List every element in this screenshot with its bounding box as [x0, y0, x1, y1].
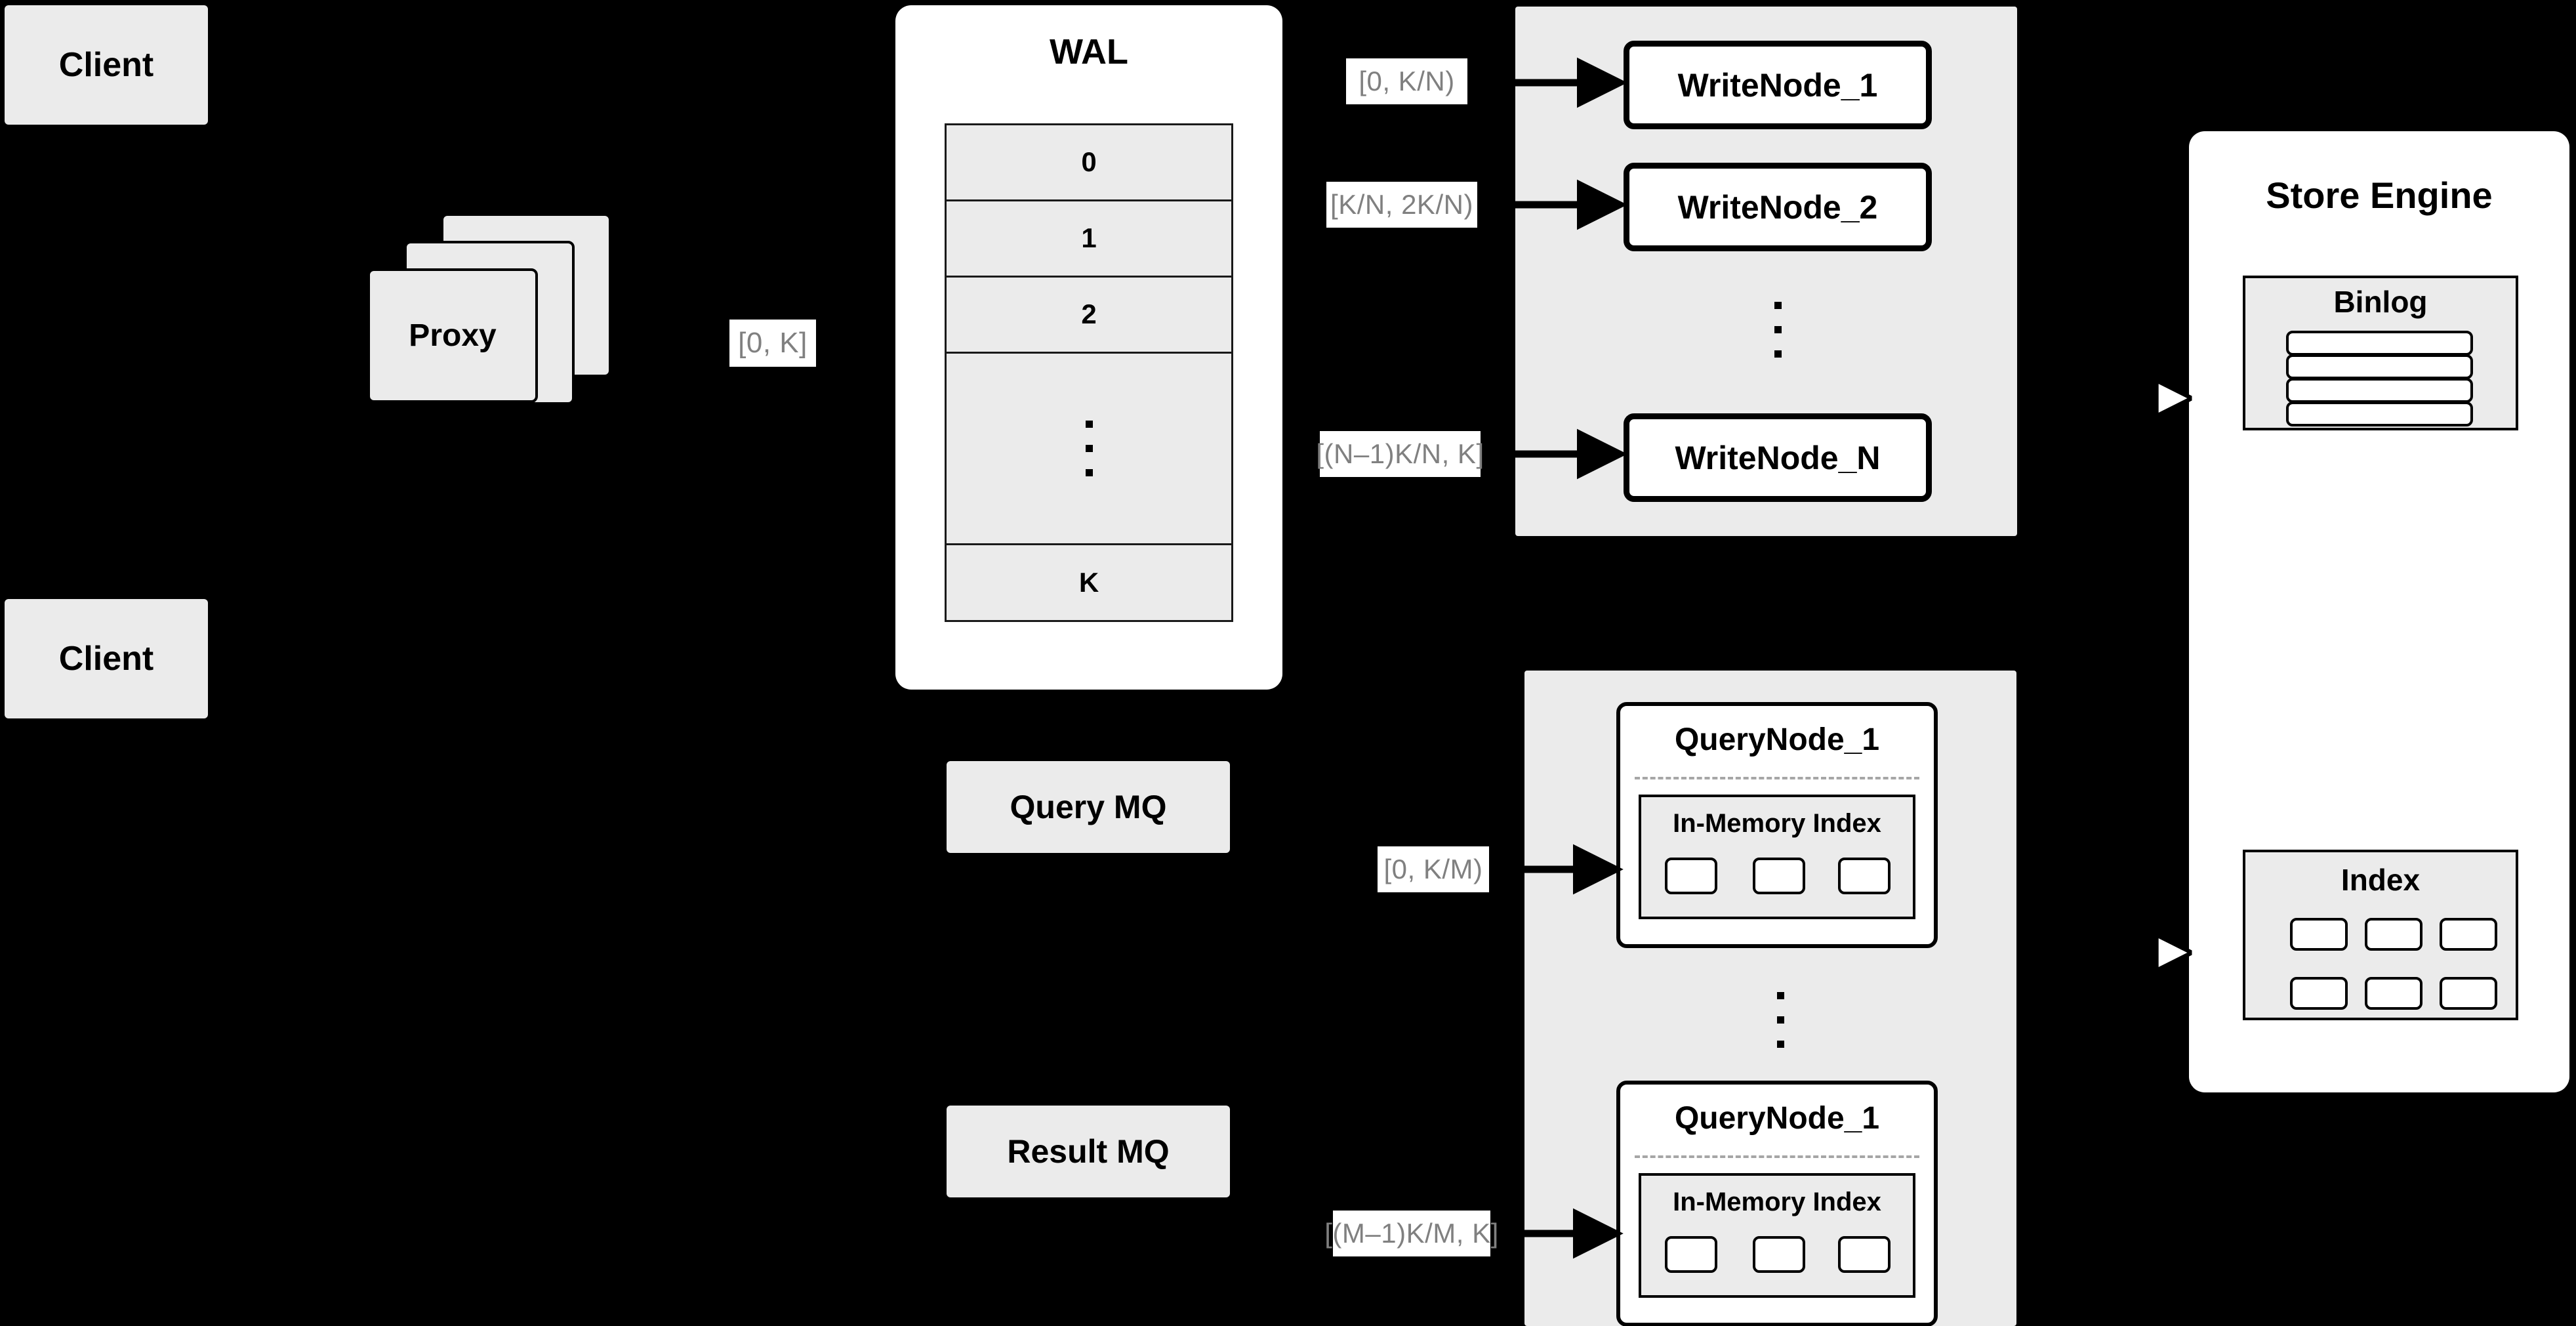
- query-node-title: QueryNode_1: [1674, 1100, 1880, 1136]
- in-memory-index-cell: [1665, 858, 1717, 894]
- write-node-cluster: WriteNode_1 WriteNode_2 WriteNode_N: [1515, 7, 2017, 536]
- wal-row-ellipsis: [947, 353, 1231, 546]
- index-cell: [2365, 977, 2423, 1010]
- index-cell: [2365, 918, 2423, 951]
- wal-panel: WAL 0 1 2 K: [895, 5, 1282, 690]
- in-memory-index-cell: [1838, 858, 1891, 894]
- query-node-divider: [1635, 777, 1919, 779]
- index-panel: Index: [2243, 850, 2518, 1020]
- write-node-label: WriteNode_2: [1677, 188, 1878, 226]
- range-label-query-node-m: [(M–1)K/M, K]: [1324, 1211, 1498, 1256]
- index-cell: [2440, 977, 2497, 1010]
- query-node-2: QueryNode_1 In-Memory Index: [1616, 1081, 1938, 1326]
- in-memory-index-cell: [1838, 1236, 1891, 1273]
- range-label-query-node-1: [0, K/M): [1378, 846, 1489, 892]
- binlog-panel: Binlog: [2243, 276, 2518, 430]
- range-label-write-node-2: [K/N, 2K/N): [1326, 182, 1477, 228]
- binlog-title: Binlog: [2333, 285, 2428, 319]
- write-cluster-ellipsis-icon: [1751, 279, 1804, 381]
- query-mq-label: Query MQ: [1010, 789, 1167, 825]
- client-box-2: Client: [5, 599, 208, 718]
- index-cell: [2290, 918, 2348, 951]
- wal-table: 0 1 2 K: [945, 123, 1233, 622]
- write-node-label: WriteNode_1: [1677, 66, 1878, 104]
- store-engine-panel: Store Engine Binlog Index: [2189, 131, 2569, 1092]
- range-label-proxy-to-wal: [0, K]: [729, 320, 816, 367]
- client-label: Client: [58, 640, 154, 678]
- index-cell: [2290, 977, 2348, 1010]
- vertical-dots-icon: [1085, 420, 1093, 476]
- write-node-n: WriteNode_N: [1624, 413, 1932, 502]
- in-memory-index-title: In-Memory Index: [1673, 808, 1881, 838]
- range-label-write-node-n: [(N–1)K/N, K]: [1316, 431, 1484, 477]
- binlog-bar: [2286, 331, 2473, 356]
- client-box-1: Client: [5, 5, 208, 125]
- range-label-write-node-1: [0, K/N): [1346, 58, 1467, 104]
- write-node-label: WriteNode_N: [1675, 439, 1881, 476]
- wal-row: 0: [947, 125, 1231, 201]
- write-node-2: WriteNode_2: [1624, 163, 1932, 251]
- result-mq-label: Result MQ: [1007, 1133, 1170, 1170]
- in-memory-index-cell: [1753, 858, 1805, 894]
- in-memory-index-2: In-Memory Index: [1639, 1173, 1915, 1298]
- query-node-1: QueryNode_1 In-Memory Index: [1616, 702, 1938, 948]
- query-node-divider: [1635, 1155, 1919, 1158]
- wal-row: 1: [947, 201, 1231, 278]
- write-node-1: WriteNode_1: [1624, 41, 1932, 129]
- index-title: Index: [2341, 863, 2421, 897]
- in-memory-index-1: In-Memory Index: [1639, 795, 1915, 919]
- query-cluster-ellipsis-icon: [1754, 969, 1807, 1071]
- result-mq-box: Result MQ: [947, 1106, 1230, 1197]
- wal-row: K: [947, 545, 1231, 621]
- query-mq-box: Query MQ: [947, 761, 1230, 853]
- proxy-stack: Proxy: [367, 213, 643, 430]
- binlog-bar: [2286, 354, 2473, 379]
- in-memory-index-cell: [1665, 1236, 1717, 1273]
- index-cell: [2440, 918, 2497, 951]
- wal-title: WAL: [1050, 32, 1128, 72]
- proxy-label: Proxy: [409, 318, 497, 353]
- binlog-bar: [2286, 402, 2473, 426]
- in-memory-index-cell: [1753, 1236, 1805, 1273]
- proxy-box: Proxy: [367, 268, 538, 403]
- query-node-cluster: QueryNode_1 In-Memory Index QueryNode_1: [1524, 671, 2016, 1326]
- query-node-title: QueryNode_1: [1674, 722, 1880, 757]
- in-memory-index-title: In-Memory Index: [1673, 1187, 1881, 1216]
- store-engine-title: Store Engine: [2266, 174, 2493, 216]
- client-label: Client: [58, 46, 154, 84]
- binlog-bar: [2286, 378, 2473, 403]
- wal-row: 2: [947, 277, 1231, 354]
